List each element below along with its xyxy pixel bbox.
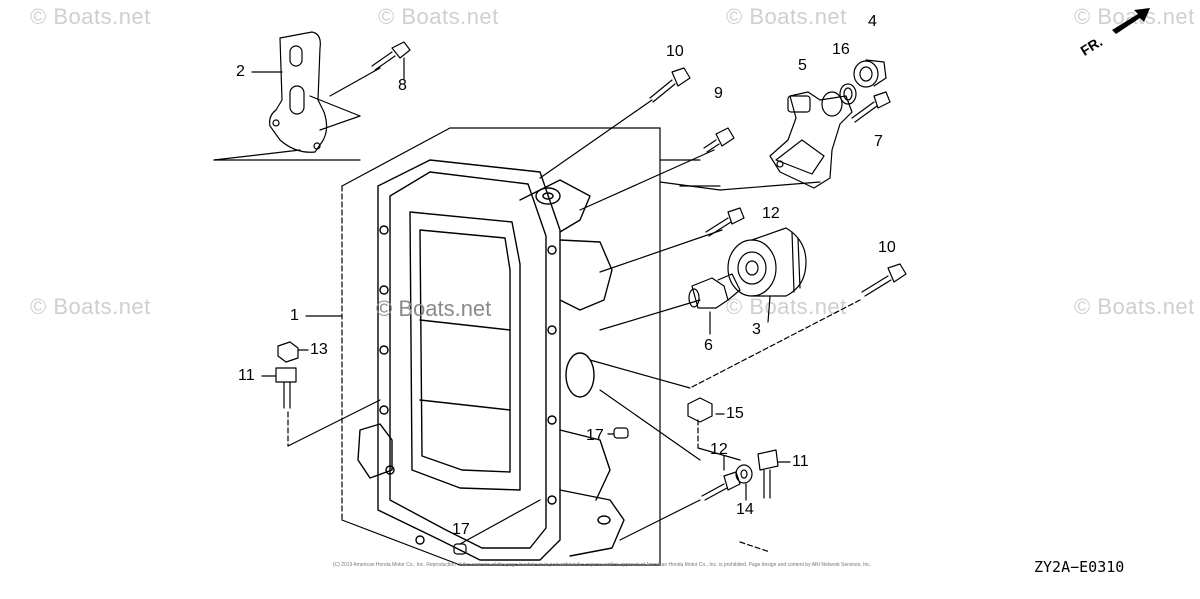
label-part-16: 16 bbox=[832, 41, 850, 58]
bolt-part-7 bbox=[851, 91, 891, 123]
forward-arrow-icon bbox=[1112, 8, 1150, 34]
label-part-12-upper: 12 bbox=[762, 205, 780, 222]
watermark: © Boats.net bbox=[30, 4, 151, 29]
plug-part-17-mid bbox=[613, 427, 629, 439]
label-part-11-left: 11 bbox=[238, 367, 255, 384]
bolt-part-12-lower bbox=[701, 471, 741, 501]
bolt-part-11-right bbox=[757, 449, 779, 499]
label-part-12-lower: 12 bbox=[710, 441, 728, 458]
watermark: © Boats.net bbox=[1074, 294, 1195, 319]
nut-part-13 bbox=[277, 341, 299, 363]
label-part-4: 4 bbox=[868, 13, 877, 30]
gasket-part-16 bbox=[839, 83, 857, 105]
cylinder-block-part-1 bbox=[357, 159, 625, 561]
block-outline bbox=[341, 127, 661, 566]
bolt-part-11-left bbox=[275, 367, 297, 409]
label-part-5: 5 bbox=[798, 57, 807, 74]
watermark: © Boats.net bbox=[726, 294, 847, 319]
fitting-part-6 bbox=[688, 273, 741, 309]
label-part-17-bottom: 17 bbox=[452, 521, 470, 538]
label-part-2: 2 bbox=[236, 63, 245, 80]
diagram-code: ZY2A−E0310 bbox=[1034, 558, 1125, 576]
label-part-17-mid: 17 bbox=[586, 427, 604, 444]
label-part-1: 1 bbox=[290, 307, 299, 324]
label-part-8: 8 bbox=[398, 77, 407, 94]
plug-part-17-bottom bbox=[453, 543, 467, 555]
watermark: © Boats.net bbox=[30, 294, 151, 319]
label-part-10-top: 10 bbox=[666, 43, 684, 60]
center-watermark: © Boats.net bbox=[376, 296, 492, 321]
copyright-notice: (C) 2013 American Honda Motor Co., Inc. … bbox=[332, 562, 872, 568]
label-part-7: 7 bbox=[874, 133, 883, 150]
label-part-10-right: 10 bbox=[878, 239, 896, 256]
oil-filter-part-3 bbox=[727, 227, 807, 297]
label-part-15: 15 bbox=[726, 405, 744, 422]
watermark: © Boats.net bbox=[726, 4, 847, 29]
thermostat-cover-part-5 bbox=[769, 91, 853, 189]
bolt-part-10-right bbox=[861, 263, 907, 297]
label-part-14: 14 bbox=[736, 501, 754, 518]
bolt-part-9 bbox=[703, 127, 735, 153]
label-part-11-right: 11 bbox=[792, 453, 809, 470]
label-part-13: 13 bbox=[310, 341, 328, 358]
cap-part-4 bbox=[853, 59, 887, 88]
leader-lines bbox=[287, 99, 861, 553]
label-part-6: 6 bbox=[704, 337, 713, 354]
bracket-part-2 bbox=[213, 31, 361, 161]
washer-part-14 bbox=[735, 464, 753, 484]
bolt-part-10-top bbox=[649, 67, 691, 103]
label-part-3: 3 bbox=[752, 321, 761, 338]
label-part-9: 9 bbox=[714, 85, 723, 102]
bolt-part-12-upper bbox=[705, 207, 745, 237]
cap-part-15 bbox=[687, 397, 713, 423]
bolt-part-8 bbox=[329, 41, 411, 97]
watermark: © Boats.net bbox=[378, 4, 499, 29]
